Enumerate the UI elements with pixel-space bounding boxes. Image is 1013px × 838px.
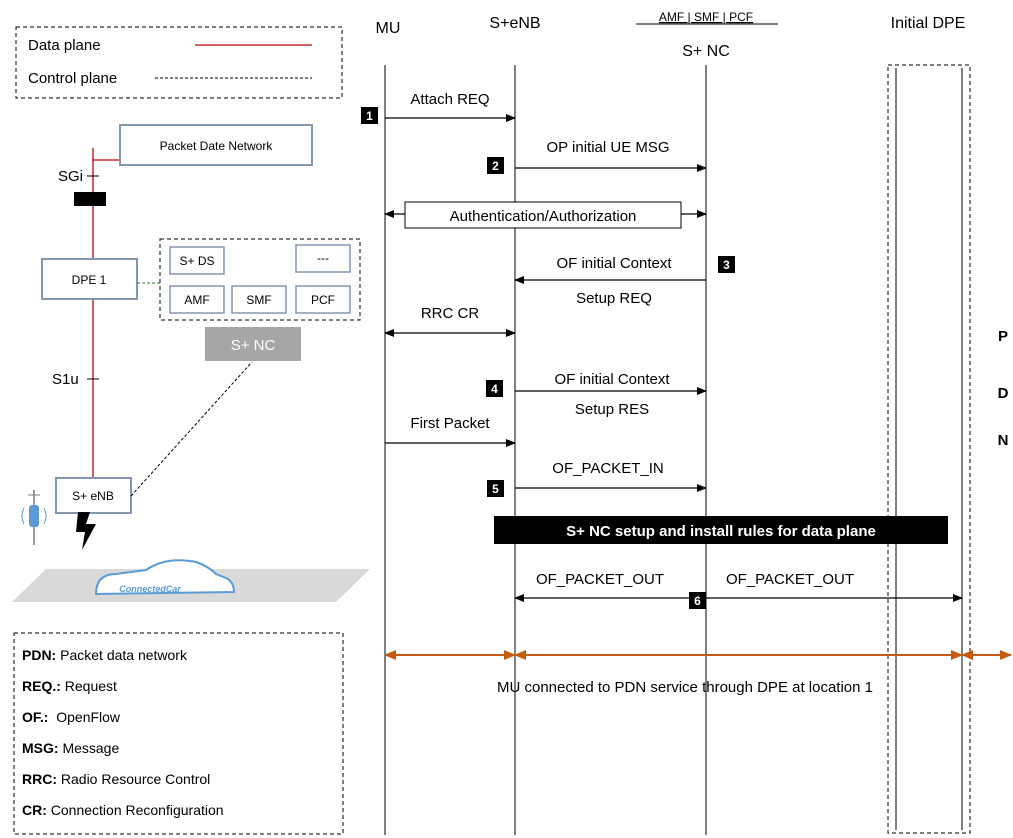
- abbr-req: REQ.: Request: [22, 678, 117, 694]
- svg-text:2: 2: [492, 159, 499, 173]
- enb-box-label: S+ eNB: [72, 489, 114, 503]
- module-amf: AMF: [184, 293, 209, 307]
- msg-attach-req: Attach REQ: [410, 91, 489, 108]
- initial-dpe-box: [887, 64, 971, 834]
- svg-text:ConnectedCar: ConnectedCar: [119, 584, 181, 594]
- nc-box: [205, 327, 301, 361]
- enb-box: [55, 477, 132, 514]
- msg-first-packet: First Packet: [410, 415, 490, 432]
- lightning-icon: [76, 512, 96, 550]
- msg-op-initial-ue: OP initial UE MSG: [546, 139, 669, 156]
- msg-of-ctx-res-1: OF initial Context: [554, 371, 670, 388]
- svg-text:6: 6: [694, 594, 701, 608]
- dpe1-box: [41, 258, 138, 300]
- pdn-box: [119, 124, 313, 166]
- module-s-ds: S+ DS: [179, 254, 214, 268]
- msg-of-ctx-req-1: OF initial Context: [556, 255, 672, 272]
- msg-of-packet-out-2: OF_PACKET_OUT: [726, 571, 854, 588]
- msg-rrc-cr: RRC CR: [421, 305, 479, 322]
- abbr-rrc: RRC: Radio Resource Control: [22, 771, 210, 787]
- auth-box: [404, 201, 682, 229]
- svg-text:3: 3: [723, 258, 730, 272]
- setup-banner: [494, 516, 948, 544]
- step-badge-1: 1: [361, 107, 378, 124]
- abbreviations-box: PDN: Packet data network REQ.: Request O…: [13, 632, 344, 835]
- msg-of-ctx-res-2: Setup RES: [575, 401, 649, 418]
- msg-connected: MU connected to PDN service through DPE …: [497, 679, 873, 696]
- svg-text:1: 1: [366, 109, 373, 123]
- sgi-label: SGi: [58, 168, 83, 185]
- gateway-block: [74, 192, 106, 206]
- step-badge-4: 4: [486, 380, 503, 397]
- header-initial-dpe: Initial DPE: [891, 15, 966, 32]
- svg-text:5: 5: [492, 482, 499, 496]
- abbr-msg: MSG: Message: [22, 740, 119, 756]
- module-smf: SMF: [246, 293, 271, 307]
- module-pcf: PCF: [311, 293, 335, 307]
- dpe1-label: DPE 1: [72, 273, 107, 287]
- header-enb: S+eNB: [489, 15, 540, 32]
- step-badge-6: 6: [689, 592, 706, 609]
- s1u-label: S1u: [52, 371, 79, 388]
- step-badge-5: 5: [487, 480, 504, 497]
- nc-box-label: S+ NC: [231, 337, 276, 354]
- msg-auth: Authentication/Authorization: [450, 208, 637, 225]
- pdn-box-label: Packet Date Network: [160, 139, 274, 153]
- msg-of-ctx-req-2: Setup REQ: [576, 290, 652, 307]
- msg-of-packet-in: OF_PACKET_IN: [552, 460, 663, 477]
- step-badge-2: 2: [487, 157, 504, 174]
- setup-banner-label: S+ NC setup and install rules for data p…: [566, 523, 876, 540]
- network-topology: Packet Date Network SGi DPE 1 S+ DS --- …: [12, 124, 370, 602]
- plane-legend: Data plane Control plane: [15, 26, 343, 99]
- legend-data-plane-label: Data plane: [28, 37, 101, 54]
- pdn-letter-p: P: [998, 328, 1008, 345]
- header-mu: MU: [376, 20, 401, 37]
- module-other: ---: [317, 251, 329, 265]
- abbr-pdn: PDN: Packet data network: [22, 647, 188, 663]
- car-icon: ConnectedCar: [94, 559, 236, 596]
- antenna-icon: [21, 490, 47, 545]
- pdn-letter-d: D: [998, 385, 1009, 402]
- msg-of-packet-out-1: OF_PACKET_OUT: [536, 571, 664, 588]
- pdn-letter-n: N: [998, 432, 1009, 449]
- abbr-of: OF.: OpenFlow: [22, 709, 121, 725]
- legend-control-plane-label: Control plane: [28, 70, 117, 87]
- header-nc-functions: AMF | SMF | PCF: [659, 10, 753, 24]
- header-nc: S+ NC: [682, 43, 730, 60]
- svg-text:4: 4: [491, 382, 498, 396]
- nc-modules-group: [159, 238, 361, 321]
- step-badge-3: 3: [718, 256, 735, 273]
- abbr-cr: CR: Connection Reconfiguration: [22, 802, 224, 818]
